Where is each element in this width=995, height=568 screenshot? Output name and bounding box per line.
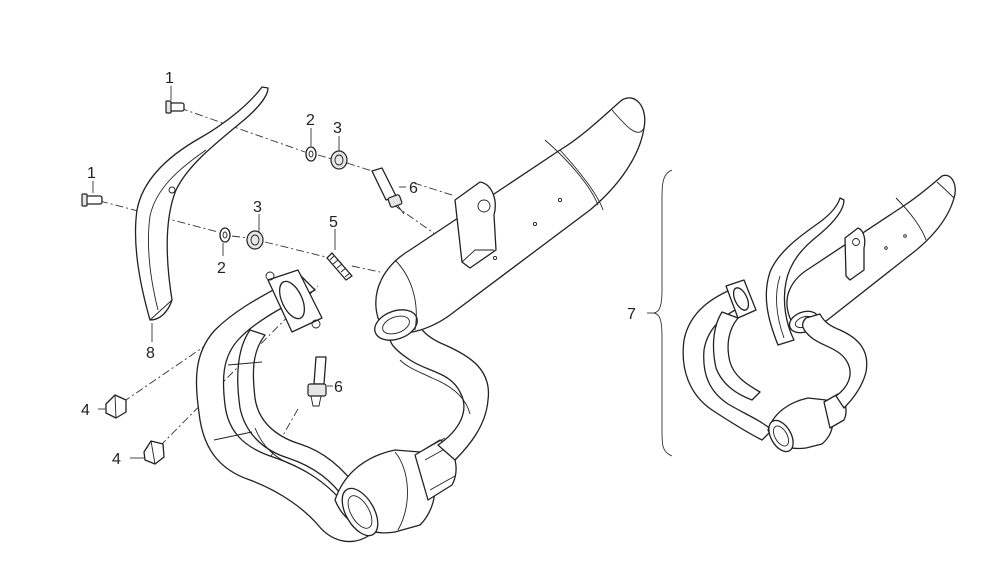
nut-upper <box>105 394 127 419</box>
washer-upper <box>305 146 317 162</box>
bolt-upper <box>165 100 185 114</box>
callout-exhaust-assembly: 7 <box>627 306 636 323</box>
callout-sensor-upper: 6 <box>409 180 418 197</box>
callout-washer-upper: 2 <box>306 112 315 129</box>
assembled-exhaust <box>682 174 956 453</box>
catalytic-converter <box>334 437 457 537</box>
callout-sensor-lower: 6 <box>334 379 343 396</box>
grommet-upper <box>330 150 348 170</box>
washer-lower <box>219 227 231 243</box>
callout-bolt-lower: 1 <box>87 165 96 182</box>
callout-heat-shield: 8 <box>146 345 155 362</box>
callout-grommet-lower: 3 <box>253 199 262 216</box>
nut-lower <box>143 440 165 465</box>
callout-spring: 5 <box>329 214 338 231</box>
callout-bolt-upper: 1 <box>165 70 174 87</box>
muffler-main <box>374 97 646 341</box>
heat-shield <box>134 86 269 321</box>
assembly-brace <box>653 169 673 457</box>
callout-washer-lower: 2 <box>217 260 226 277</box>
callout-nut-lower: 4 <box>112 451 121 468</box>
sensor-lower <box>307 356 327 407</box>
mid-pipe <box>388 317 490 461</box>
callout-ticks <box>92 86 656 459</box>
callout-grommet-upper: 3 <box>333 120 342 137</box>
callout-labels: 1 1 2 3 3 2 5 6 6 8 4 4 7 <box>81 70 636 468</box>
callout-nut-upper: 4 <box>81 402 90 419</box>
bolt-lower <box>81 193 103 207</box>
sensor-upper <box>371 167 405 215</box>
grommet-lower <box>246 230 264 250</box>
spring <box>326 252 353 281</box>
